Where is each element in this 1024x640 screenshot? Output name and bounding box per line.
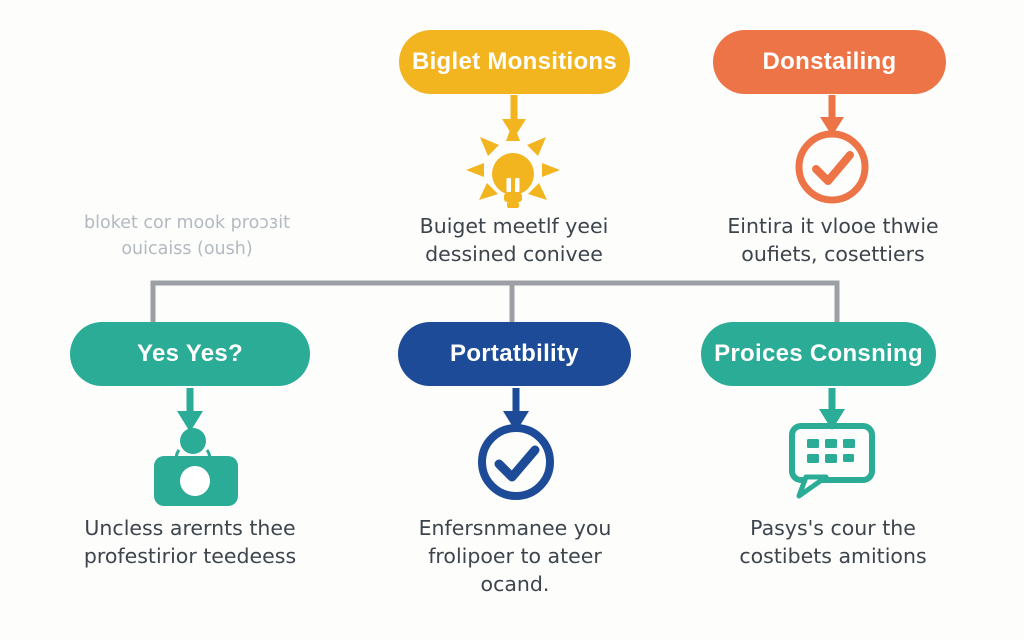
chat-keypad-icon — [789, 423, 875, 499]
caption-biglet: Buiget meetlf yeei dessined conivee — [419, 214, 609, 266]
pill-label: Yes Yes? — [136, 340, 244, 367]
camera-person-icon — [154, 428, 238, 506]
pill-donstailing: Donstailing — [713, 30, 946, 94]
check-circle-icon — [795, 130, 869, 204]
caption-yes-yes: Uncless arernts thee profestirior teedee… — [83, 516, 297, 568]
down-arrow-teal-left — [177, 388, 203, 432]
pill-biglet-monsitions: Biglet Monsitions — [399, 30, 630, 94]
pill-proices-consning: Proices Consning — [701, 322, 936, 386]
pill-label: Portatbility — [450, 340, 579, 367]
pill-portatbility: Portatbility — [398, 322, 631, 386]
pill-label: Donstailing — [762, 48, 897, 75]
pill-yes-yes: Yes Yes? — [70, 322, 310, 386]
caption-portatbility: Enfersnmanee you frolipoer to ateer ocan… — [418, 516, 612, 596]
caption-proices-consning: Pasys's cour the costibets amitions — [739, 516, 927, 568]
check-circle-icon — [478, 424, 554, 500]
pill-label: Proices Consning — [714, 340, 923, 367]
side-note-text: bloket cor mook proɔɜit ouicaiss (oush) — [84, 213, 290, 259]
tree-connector — [150, 280, 840, 322]
pill-label: Biglet Monsitions — [411, 48, 618, 75]
caption-donstailing: Eintira it vlooe thwie oufiets, cosettie… — [727, 214, 939, 266]
lightbulb-icon — [466, 122, 560, 208]
